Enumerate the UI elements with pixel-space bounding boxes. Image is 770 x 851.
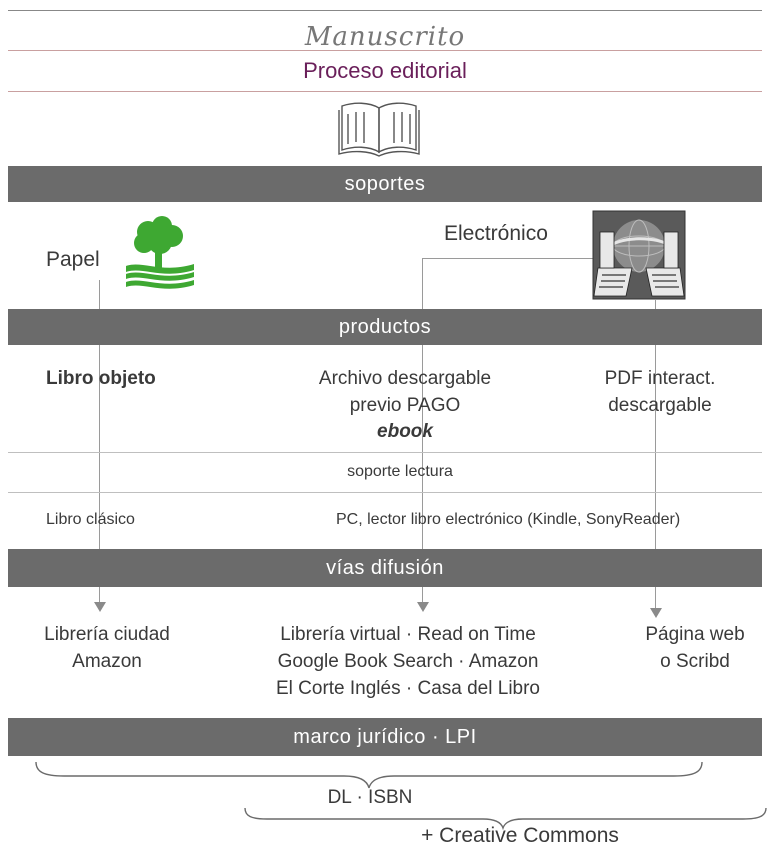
open-book-icon (338, 102, 420, 157)
reading-rule-bottom (8, 492, 762, 493)
support-paper: Papel (46, 248, 100, 271)
band-productos: productos (8, 309, 762, 345)
band-marco: marco jurídico · LPI (8, 718, 762, 756)
diffusion-left-line2: Amazon (72, 651, 142, 672)
arrow-center-icon (417, 602, 429, 612)
diffusion-center-line3: El Corte Inglés · Casa del Libro (275, 678, 540, 699)
product-center-line2: previo PAGO (349, 395, 461, 416)
connector-center-top (422, 258, 594, 259)
product-center-line3: ebook (377, 421, 433, 442)
diffusion-right-line1: Página web (645, 624, 745, 645)
diffusion-left-line1: Librería ciudad (44, 624, 170, 645)
process-rule (8, 91, 762, 92)
reading-right: PC, lector libro electrónico (Kindle, So… (336, 511, 681, 528)
connector-right (655, 300, 656, 610)
arrow-left-icon (94, 602, 106, 612)
connector-center (422, 258, 423, 606)
product-right-line1: PDF interact. (604, 368, 716, 389)
top-rule (8, 10, 762, 11)
brace-creative-commons (244, 807, 767, 830)
product-right-line2: descargable (608, 395, 712, 416)
legal-dl-isbn: DL · ISBN (327, 787, 413, 808)
reading-left: Libro clásico (46, 511, 135, 528)
reading-header: soporte lectura (347, 463, 453, 480)
manuscript-label: Manuscrito (304, 22, 466, 52)
diffusion-right-line2: o Scribd (660, 651, 730, 672)
band-vias: vías difusión (8, 549, 762, 587)
diffusion-center-line2: Google Book Search · Amazon (277, 651, 539, 672)
tree-icon (126, 216, 194, 289)
arrow-right-icon (650, 608, 662, 618)
band-soportes: soportes (8, 166, 762, 202)
product-left: Libro objeto (46, 368, 156, 389)
brace-dl-isbn (35, 761, 703, 789)
manuscript-rule (8, 50, 762, 51)
laptops-exchange-icon (592, 210, 686, 300)
product-center-line1: Archivo descargable (318, 368, 492, 389)
legal-creative-commons: + Creative Commons (421, 824, 619, 847)
reading-rule-top (8, 452, 762, 453)
process-title: Proceso editorial (303, 58, 467, 83)
support-electronic: Electrónico (444, 222, 548, 245)
connector-left (99, 280, 100, 606)
diffusion-center-line1: Librería virtual · Read on Time (280, 624, 536, 645)
